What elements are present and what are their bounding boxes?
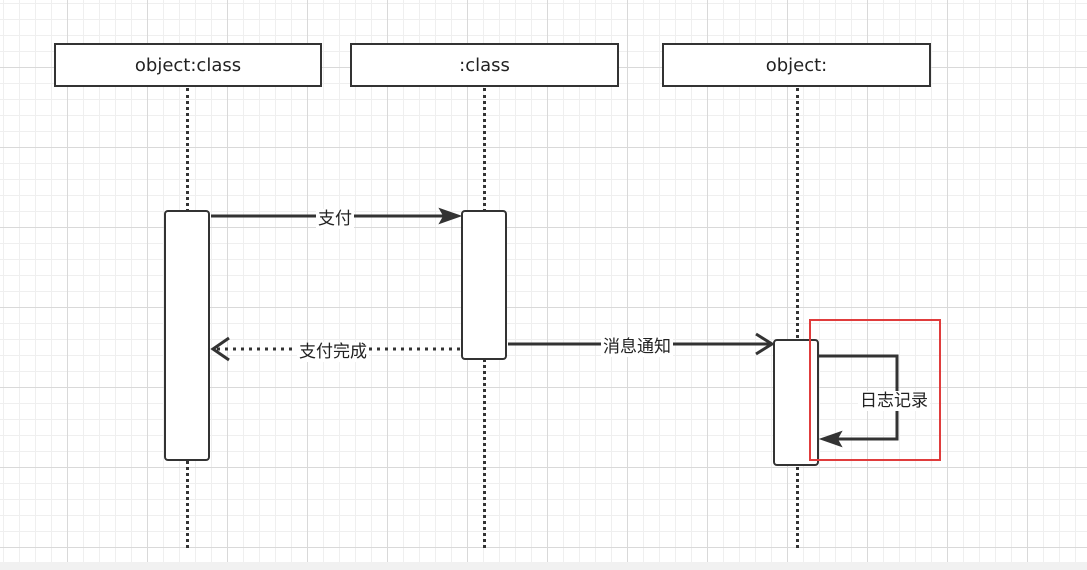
object-label-3: object: (765, 54, 828, 76)
message-label-log: 日志记录 (858, 391, 930, 411)
message-label-notify: 消息通知 (601, 337, 673, 357)
selection-highlight-box (809, 319, 941, 461)
object-box-3[interactable]: object: (662, 43, 931, 87)
message-label-pay-complete: 支付完成 (297, 342, 369, 362)
object-label-1: object:class (134, 54, 242, 76)
activation-bar-2[interactable] (461, 210, 507, 360)
object-box-2[interactable]: :class (350, 43, 619, 87)
object-label-2: :class (459, 54, 510, 76)
lifeline-3 (796, 88, 799, 548)
object-box-1[interactable]: object:class (54, 43, 322, 87)
bottom-scroll-strip (0, 562, 1087, 570)
activation-bar-1[interactable] (164, 210, 210, 461)
message-label-pay: 支付 (316, 209, 354, 229)
activation-bar-3[interactable] (773, 339, 819, 466)
